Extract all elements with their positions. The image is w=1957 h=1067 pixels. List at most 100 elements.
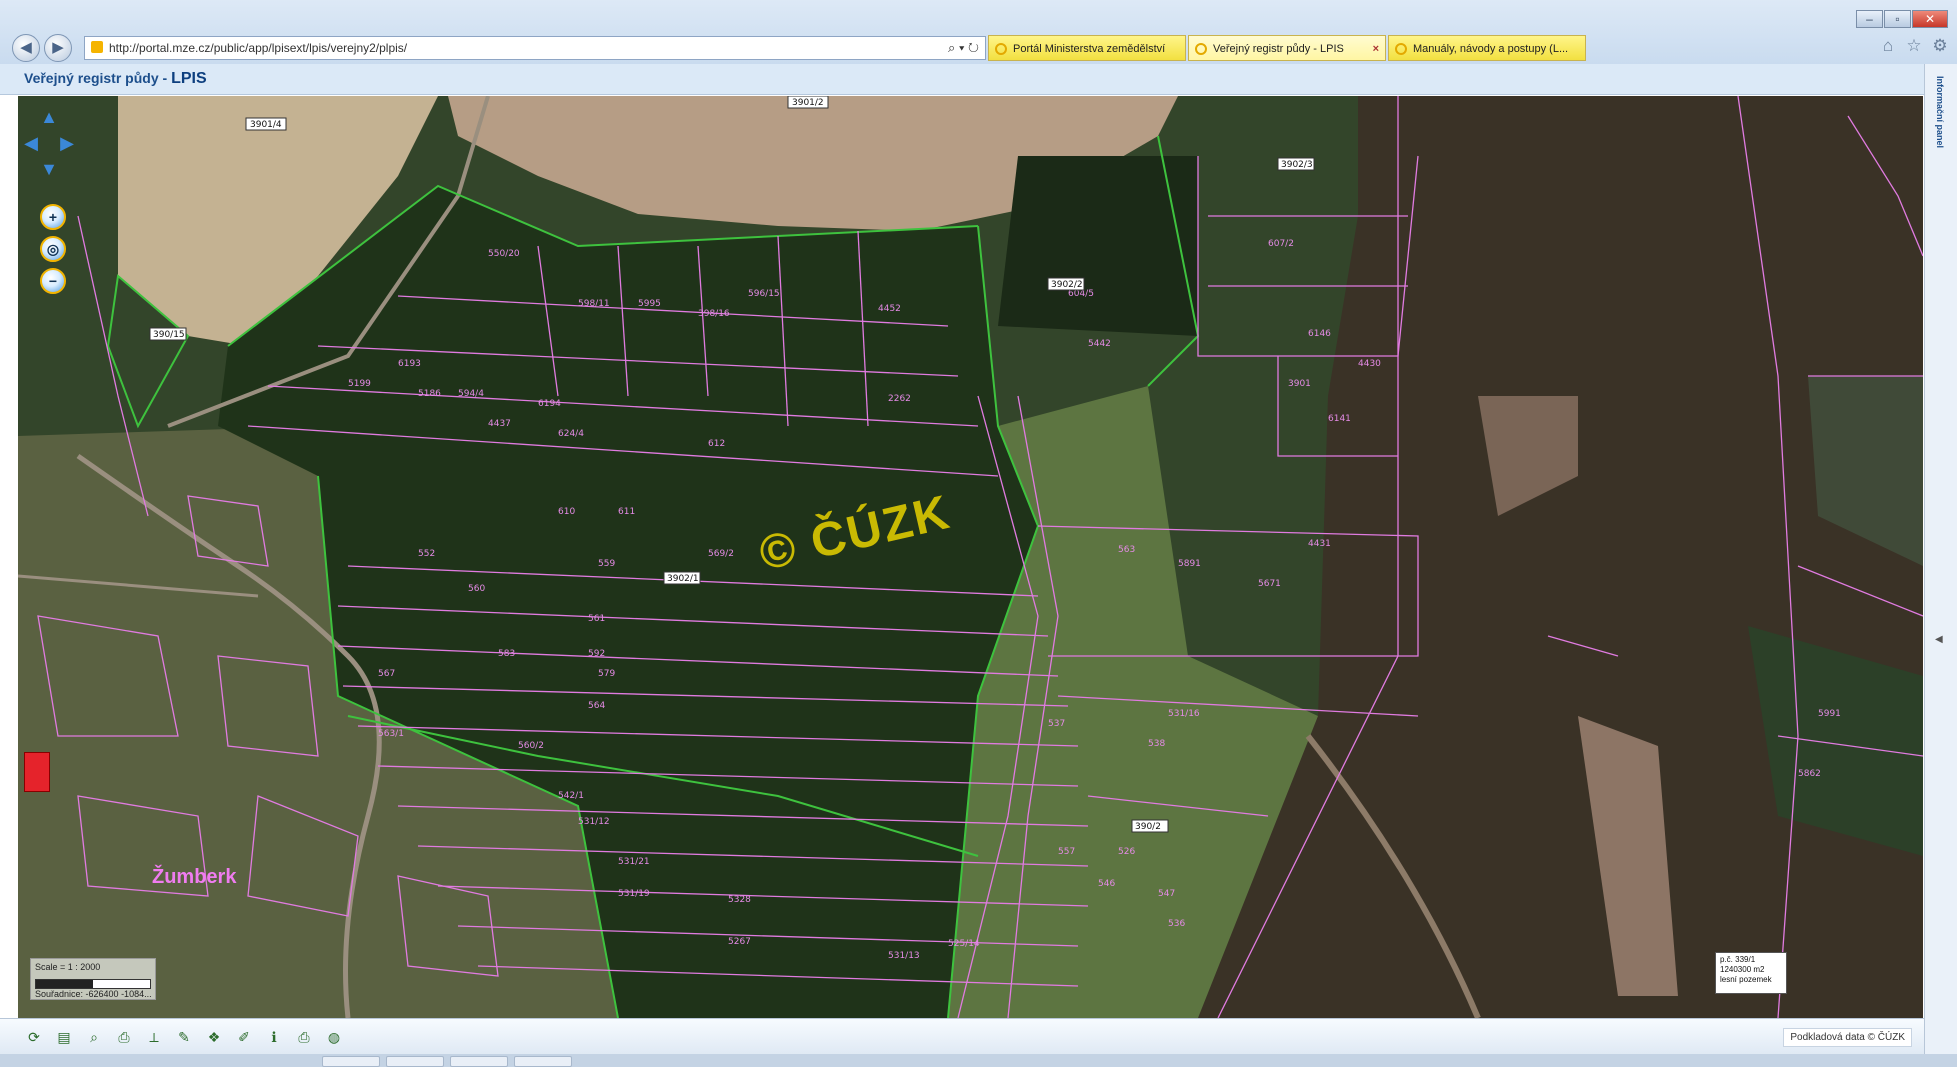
village-label: Žumberk [152, 866, 237, 888]
address-controls[interactable]: ⌕ ▾ ↻ [948, 37, 979, 59]
parcel-label: 5995 [638, 299, 661, 309]
parcel-label: 398/16 [698, 309, 730, 319]
page-title-strong: LPIS [171, 70, 207, 87]
road-north [167, 96, 490, 428]
home-icon[interactable]: ⌂ [1882, 36, 1894, 55]
parcel-label: 6146 [1308, 329, 1331, 339]
favicon-icon [91, 41, 103, 53]
parcel-label: 5891 [1178, 559, 1201, 569]
scale-box: Scale = 1 : 2000 Souřadnice: -626400 -10… [30, 958, 156, 1000]
parcel-label: 6194 [538, 399, 561, 409]
parcel-label: 538 [1148, 739, 1165, 749]
taskbar-item[interactable] [322, 1056, 380, 1067]
refresh-tool-icon[interactable]: ⟳ [28, 1029, 40, 1045]
back-button[interactable]: ◀ [12, 34, 40, 62]
parcel-label: 557 [1058, 847, 1075, 857]
panel-toggle-icon[interactable]: ◀ [1935, 634, 1943, 645]
info-panel[interactable]: Informační panel ◀ [1924, 64, 1957, 1054]
parcel-label: 531/13 [888, 951, 920, 961]
taskbar-item[interactable] [514, 1056, 572, 1067]
dropdown-icon[interactable]: ▾ [958, 40, 965, 55]
selected-parcel-marker[interactable] [24, 752, 50, 792]
edit-tool-icon[interactable]: ✐ [238, 1029, 250, 1045]
zoom-out-icon[interactable]: − [40, 268, 66, 294]
road-west [18, 574, 259, 598]
parcel-label: 604/5 [1068, 289, 1094, 299]
print-tool-icon[interactable]: ⎙ [298, 1029, 310, 1045]
tab-portal-mze[interactable]: Portál Ministerstva zemědělství [988, 35, 1186, 61]
info-line: 1240300 m2 [1720, 965, 1765, 974]
info-line: lesní pozemek [1720, 975, 1772, 984]
star-icon[interactable]: ☆ [1906, 36, 1922, 55]
svg-text:3901/2: 3901/2 [792, 98, 824, 108]
parcel-label: 6141 [1328, 414, 1351, 424]
parcel-label: 536 [1168, 919, 1185, 929]
clearing-south [1578, 716, 1678, 996]
forest-pond [1808, 376, 1923, 566]
parcel-label: 552 [418, 549, 435, 559]
parcel-label: 598/11 [578, 299, 610, 309]
village-area [18, 426, 638, 1018]
search-icon[interactable]: ⌕ [948, 40, 956, 55]
boxed-label: 3901/2 [787, 96, 829, 109]
tab-lpis[interactable]: Veřejný registr půdy - LPIS × [1188, 35, 1386, 61]
parcel-label: 624/4 [558, 429, 584, 439]
parcel-label: 2262 [888, 394, 911, 404]
parcel-label: 561 [588, 614, 605, 624]
parcel-label: 4431 [1308, 539, 1331, 549]
layers-tool-icon[interactable]: ▤ [57, 1029, 71, 1045]
parcel-label: 607/2 [1268, 239, 1294, 249]
parcel-label: 583 [498, 649, 515, 659]
close-window-button[interactable]: ✕ [1912, 10, 1948, 28]
parcel-label: 547 [1158, 889, 1175, 899]
boxed-label: 390/15 [149, 327, 187, 341]
orthophoto-map[interactable]: 550/20 596/15 598/11 5995 398/16 4452 61… [18, 96, 1923, 1018]
parcel-label: 537 [1048, 719, 1065, 729]
app-header: Veřejný registr půdy - LPIS [0, 64, 1957, 95]
address-bar[interactable]: http://portal.mze.cz/public/app/lpisext/… [84, 36, 986, 60]
info-tool-icon[interactable]: ℹ [271, 1029, 277, 1045]
pan-left-icon[interactable]: ◀ [24, 133, 38, 153]
parcel-labels: 550/20 596/15 598/11 5995 398/16 4452 61… [348, 239, 1841, 961]
taskbar-item[interactable] [386, 1056, 444, 1067]
measure-tool-icon[interactable]: ⟂ [149, 1029, 159, 1045]
print-map-tool-icon[interactable]: ⎙ [118, 1029, 130, 1045]
tab-close-icon[interactable]: × [1372, 43, 1379, 55]
tab-label: Veřejný registr půdy - LPIS [1213, 43, 1344, 55]
zoom-in-icon[interactable]: + [40, 204, 66, 230]
parcel-label: 5199 [348, 379, 371, 389]
select-tool-icon[interactable]: ❖ [207, 1029, 221, 1045]
search-tool-icon[interactable]: ⌕ [90, 1029, 98, 1045]
zoom-extent-icon[interactable]: ◎ [40, 236, 66, 262]
refresh-icon[interactable]: ↻ [968, 40, 979, 55]
help-tool-icon[interactable]: ◍ [327, 1029, 341, 1045]
scale-bar [35, 979, 151, 989]
parcel-label: 531/16 [1168, 709, 1200, 719]
forward-button[interactable]: ▶ [44, 34, 72, 62]
forest-track [1305, 734, 1481, 1018]
boxed-label: 390/2 [1131, 819, 1169, 833]
pan-right-icon[interactable]: ▶ [60, 133, 74, 153]
parcel-label: 594/4 [458, 389, 484, 399]
parcel-label: 592 [588, 649, 605, 659]
browser-chrome: ◀ ▶ http://portal.mze.cz/public/app/lpis… [0, 0, 1957, 65]
tab-manualy[interactable]: Manuály, návody a postupy (L... [1388, 35, 1586, 61]
parcel-label: 569/2 [708, 549, 734, 559]
pan-down-icon[interactable]: ▼ [40, 159, 58, 179]
data-credits: Podkladová data © ČÚZK [1783, 1028, 1912, 1047]
parcel-label: 5186 [418, 389, 441, 399]
maximize-button[interactable]: ▫ [1884, 10, 1911, 28]
tab-favicon-icon [995, 43, 1007, 55]
gear-icon[interactable]: ⚙ [1932, 36, 1948, 55]
parcel-label: 579 [598, 669, 615, 679]
taskbar-item[interactable] [450, 1056, 508, 1067]
bare-field-nw [118, 96, 438, 346]
map-view[interactable]: 550/20 596/15 598/11 5995 398/16 4452 61… [18, 96, 1923, 1018]
grassland [948, 386, 1318, 1018]
boxed-labels: 3901/4 3901/2 390/15 3902/2 3902/1 3902/… [149, 96, 1315, 833]
parcel-label: 5442 [1088, 339, 1111, 349]
minimize-button[interactable]: – [1856, 10, 1883, 28]
parcel-label: 563 [1118, 545, 1135, 555]
draw-tool-icon[interactable]: ✎ [178, 1029, 190, 1045]
pan-up-icon[interactable]: ▲ [40, 107, 58, 127]
